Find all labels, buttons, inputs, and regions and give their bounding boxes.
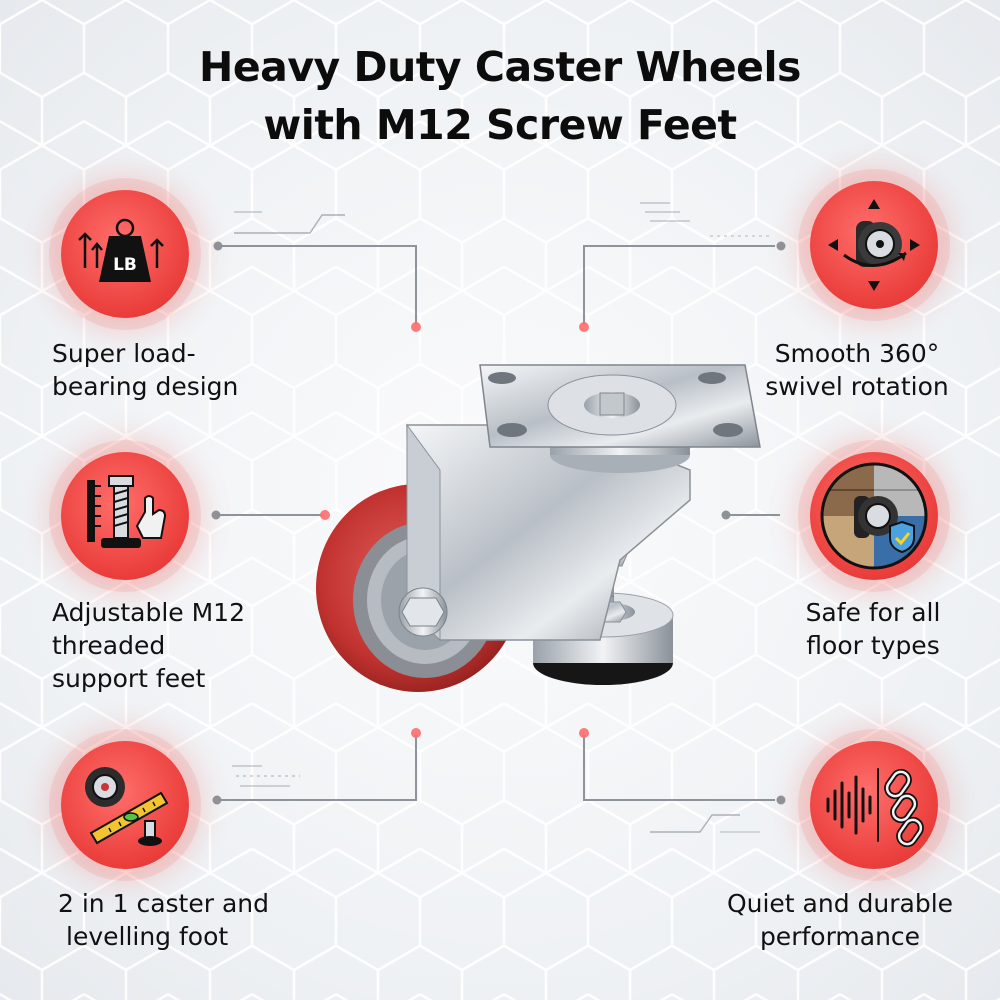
badge-lb-text: LB — [113, 255, 137, 275]
swivel-rotation-icon — [828, 199, 920, 291]
title-line-1: Heavy Duty Caster Wheels — [199, 43, 801, 91]
feature-label-load-bearing: Super load- bearing design — [52, 337, 238, 403]
feature-line: floor types — [806, 631, 940, 660]
feature-line: threaded — [52, 631, 166, 660]
page-title: Heavy Duty Caster Wheels with M12 Screw … — [0, 38, 1000, 154]
feature-badge-adjustable-feet — [61, 452, 189, 580]
feature-badge-2-in-1 — [61, 741, 189, 869]
caster-wheel-product-image — [316, 364, 761, 692]
feature-line: support feet — [52, 664, 206, 693]
feature-line: Super load- — [52, 339, 196, 368]
connector-top-right — [583, 245, 775, 325]
feature-label-2-in-1: 2 in 1 caster and levelling foot — [58, 887, 269, 953]
connector-bottom-left — [220, 735, 417, 801]
feature-line: bearing design — [52, 372, 239, 401]
feature-label-swivel: Smooth 360° swivel rotation — [752, 337, 962, 403]
feature-badge-swivel — [810, 181, 938, 309]
feature-badge-quiet-durable — [810, 741, 938, 869]
feature-line: swivel rotation — [765, 372, 949, 401]
feature-badge-load-bearing: LB — [61, 190, 189, 318]
threaded-screw-adjust-icon — [87, 475, 167, 548]
feature-label-floor-types: Safe for all floor types — [770, 596, 976, 662]
connector-bottom-right — [583, 735, 775, 801]
feature-line: Adjustable M12 — [52, 598, 245, 627]
feature-badge-floor-types — [810, 452, 938, 580]
floor-types-shield-icon — [820, 462, 928, 570]
feature-label-adjustable-feet: Adjustable M12 threaded support feet — [52, 596, 245, 695]
feature-line: levelling foot — [66, 922, 229, 951]
title-line-2: with M12 Screw Feet — [263, 101, 737, 149]
feature-line: 2 in 1 caster and — [58, 889, 269, 918]
feature-label-quiet-durable: Quiet and durable performance — [712, 887, 968, 953]
feature-line: performance — [759, 922, 921, 951]
sound-wave-chain-icon — [826, 768, 924, 848]
caster-level-foot-icon — [85, 767, 169, 846]
feature-line: Smooth 360° — [774, 339, 940, 368]
weight-lift-icon: LB — [78, 218, 164, 282]
connector-top-left — [220, 245, 417, 325]
feature-line: Safe for all — [805, 598, 941, 627]
feature-line: Quiet and durable — [726, 889, 954, 918]
